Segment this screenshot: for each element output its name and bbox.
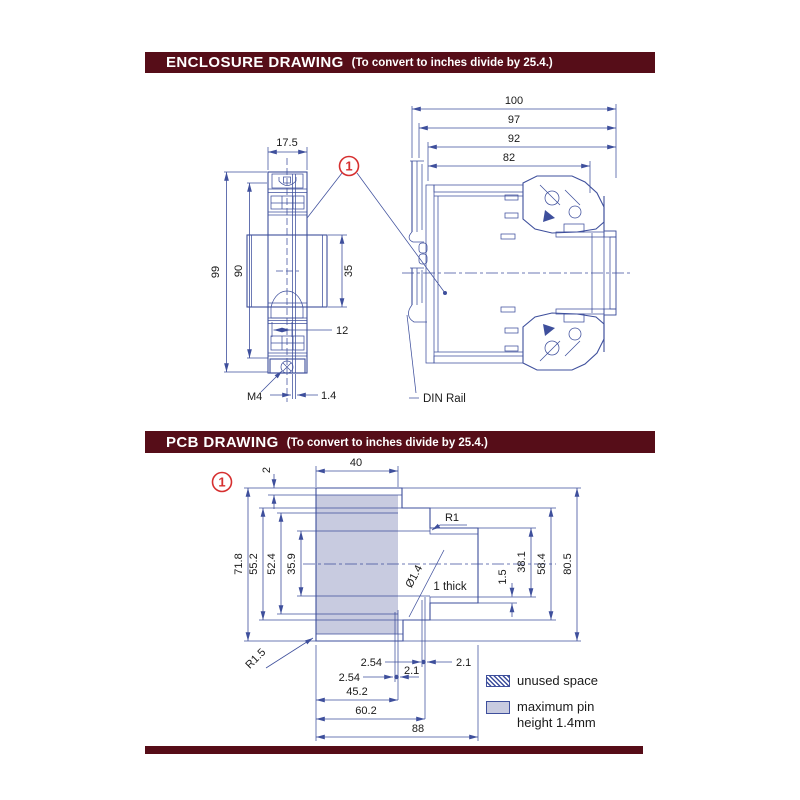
max-pin-height-area <box>316 495 398 634</box>
label-r1: R1 <box>445 512 459 524</box>
dim-side-97: 97 <box>508 114 520 126</box>
callout-1-enclosure-number: 1 <box>345 159 352 174</box>
dim-pcb-60-2: 60.2 <box>355 705 376 717</box>
dim-pitch-2-54-b: 2.54 <box>339 672 360 684</box>
unused-space-strip-right-top <box>429 527 479 535</box>
dim-pcb-35-9: 35.9 <box>286 553 298 574</box>
unused-space-label: unused space <box>517 673 598 688</box>
dim-pcb-strip: 2 <box>261 467 273 473</box>
label-hole-dia: Ø1.4 <box>403 563 425 590</box>
max-pin-label: maximum pin height 1.4mm <box>517 698 596 731</box>
pcb-legend: unused space maximum pin height 1.4mm <box>486 673 629 741</box>
pin-marker-upper <box>421 659 426 665</box>
dim-front-inner-height: 90 <box>233 265 245 277</box>
dim-pcb-52-4: 52.4 <box>266 553 278 574</box>
pcb-note: (To convert to inches divide by 25.4.) <box>286 436 488 449</box>
enclosure-side-view: 100 97 92 82 <box>402 95 632 405</box>
enclosure-front-view: 17.5 99 90 35 12 M4 <box>210 137 447 403</box>
unused-space-swatch <box>486 675 510 687</box>
dim-offset-2-1-b: 2.1 <box>404 665 419 677</box>
pcb-view: 1 <box>211 457 581 741</box>
legend-max-pin: maximum pin height 1.4mm <box>486 699 629 732</box>
enclosure-title: ENCLOSURE DRAWING <box>166 54 344 71</box>
m4-screw-head <box>280 360 294 374</box>
max-pin-swatch <box>486 700 510 714</box>
dim-pcb-45-2: 45.2 <box>346 686 367 698</box>
enclosure-note: (To convert to inches divide by 25.4.) <box>351 57 553 69</box>
callout-1-pcb-number: 1 <box>218 475 225 490</box>
dim-pcb-58-4: 58.4 <box>536 553 548 574</box>
dim-front-height: 99 <box>210 266 222 278</box>
dim-side-82: 82 <box>503 152 515 164</box>
dim-front-pin: 1.4 <box>321 390 336 402</box>
pin-marker-lower <box>394 674 399 680</box>
dim-pcb-55-2: 55.2 <box>248 553 260 574</box>
footer-bar <box>145 746 643 754</box>
pcb-section-header: PCB DRAWING (To convert to inches divide… <box>145 431 655 453</box>
legend-unused-space: unused space <box>486 673 629 690</box>
dim-front-width: 17.5 <box>276 137 297 149</box>
dim-pcb-1-5: 1.5 <box>497 569 509 584</box>
label-1-thick: 1 thick <box>433 581 466 593</box>
dim-pcb-88: 88 <box>412 723 424 735</box>
dim-side-92: 92 <box>508 133 520 145</box>
callout-1-pcb: 1 <box>211 471 233 493</box>
pcb-title: PCB DRAWING <box>166 433 279 451</box>
unused-space-strip-right-bottom <box>429 596 479 604</box>
dim-pcb-40: 40 <box>350 457 362 469</box>
unused-space-strip-bottom <box>315 633 404 642</box>
dim-side-100: 100 <box>505 95 523 107</box>
label-din-rail: DIN Rail <box>423 393 466 405</box>
dim-offset-2-1-a: 2.1 <box>456 657 471 669</box>
unused-space-strip-top <box>315 487 403 496</box>
din-rail <box>408 160 428 323</box>
bottom-connector-section <box>500 306 605 371</box>
enclosure-section-header: ENCLOSURE DRAWING (To convert to inches … <box>145 52 655 73</box>
dim-pitch-2-54-a: 2.54 <box>361 657 382 669</box>
label-m4: M4 <box>247 391 262 403</box>
top-connector-section <box>500 175 605 240</box>
label-r1-5: R1.5 <box>243 646 268 671</box>
dim-front-window: 35 <box>343 265 355 277</box>
dim-pcb-80-5: 80.5 <box>562 553 574 574</box>
dim-front-slot: 12 <box>336 325 348 337</box>
dim-pcb-38-1: 38.1 <box>516 551 528 572</box>
dim-pcb-71-8: 71.8 <box>233 553 245 574</box>
